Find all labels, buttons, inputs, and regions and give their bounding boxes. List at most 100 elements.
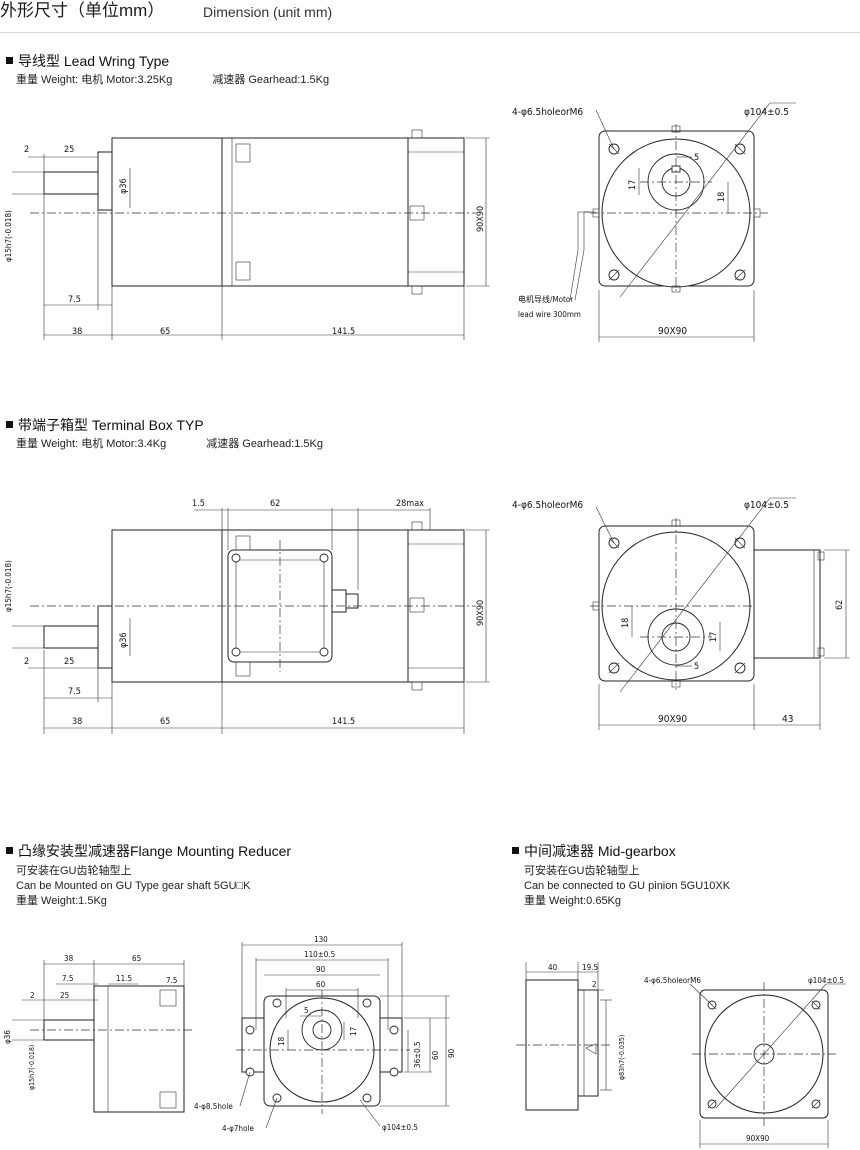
terminal-box-side xyxy=(753,549,821,659)
dim-label: 65 xyxy=(132,954,141,963)
dim-label: 7.5 xyxy=(166,976,177,985)
dim-label: 2 xyxy=(24,145,29,155)
dim-label: 130 xyxy=(314,935,328,944)
dim-label: 电机导线/Motor xyxy=(518,294,573,304)
dim-label: 2 xyxy=(30,991,35,1000)
dim-label: φ104±0.5 xyxy=(382,1123,418,1132)
cable-gland xyxy=(331,589,347,613)
terminal-end-view: 4-φ6.5holeorM6 φ104±0.5 18 17 5 62 90X90… xyxy=(512,497,850,730)
dim-label: 5 xyxy=(694,662,699,672)
dim-label: 17 xyxy=(628,180,638,190)
dim-label: 90X90 xyxy=(476,206,486,232)
dim-label: 17 xyxy=(709,632,719,642)
dim-label: 60 xyxy=(431,1050,440,1060)
dim-label: 90X90 xyxy=(746,1134,770,1143)
dim-label: 5 xyxy=(304,1006,309,1015)
dim-label: 25 xyxy=(64,657,74,667)
shaft-boss xyxy=(97,605,113,669)
dim-label: 2 xyxy=(592,980,597,989)
dim-label: 110±0.5 xyxy=(304,950,335,959)
dim-label: φ104±0.5 xyxy=(808,976,844,985)
mid-side-view: 40 19.5 2 φ83h7(-0.035) xyxy=(516,962,626,1111)
flange-side-view: 38 65 7.5 11.5 7.5 2 25 φ36 φ15h7(-0.018… xyxy=(3,954,192,1113)
weight-line: 重量 Weight: 电机 Motor:3.25Kg 减速器 Gearhead:1… xyxy=(6,73,329,88)
dim-label: φ15h7(-0.018) xyxy=(4,560,13,612)
lead-side-view: 2 25 φ36 φ15h7(-0.018) 7.5 38 65 141.5 9… xyxy=(4,129,490,340)
dim-label: 62 xyxy=(270,499,280,509)
section-mid: 中间减速器 Mid-gearbox 可安装在GU齿轮轴型上 Can be con… xyxy=(512,842,730,909)
section-title: 中间减速器 Mid-gearbox xyxy=(512,842,730,860)
dim-label: φ15h7(-0.018) xyxy=(4,210,13,262)
section-title-text: 凸缘安装型减速器Flange Mounting Reducer xyxy=(18,843,292,859)
dim-label: 38 xyxy=(72,327,82,337)
motor-weight: 电机 Motor:3.25Kg xyxy=(81,74,173,86)
dim-label: 2 xyxy=(24,657,29,667)
dim-label: 90X90 xyxy=(476,600,486,626)
section-lead: 导线型 Lead Wring Type 重量 Weight: 电机 Motor:… xyxy=(6,52,329,88)
section-terminal: 带端子箱型 Terminal Box TYP 重量 Weight: 电机 Mot… xyxy=(6,416,323,452)
section-title-text: 中间减速器 Mid-gearbox xyxy=(524,843,676,859)
dim-label: 7.5 xyxy=(68,295,81,305)
shaft-boss xyxy=(97,151,113,211)
section-flange: 凸缘安装型减速器Flange Mounting Reducer 可安装在GU齿轮… xyxy=(6,842,291,909)
dim-label: 90 xyxy=(447,1048,456,1058)
weight-label: 重量 Weight: xyxy=(16,74,79,86)
dim-label: 38 xyxy=(72,717,82,727)
dim-label: lead wire 300mm xyxy=(518,310,581,319)
dim-label: 28max xyxy=(396,499,424,509)
bullet-square-icon xyxy=(6,847,13,854)
dim-label: 25 xyxy=(64,145,74,155)
dim-label: 60 xyxy=(316,980,326,989)
dim-label: 65 xyxy=(160,717,170,727)
weight-label: 重量 Weight: xyxy=(16,438,79,450)
header-title-cn: 外形尺寸（单位mm） xyxy=(0,1,165,20)
motor-body xyxy=(221,137,409,287)
dim-label: 7.5 xyxy=(62,974,73,983)
section-title: 凸缘安装型减速器Flange Mounting Reducer xyxy=(6,842,291,860)
dim-label: 141.5 xyxy=(332,717,355,727)
dim-label: φ83h7(-0.035) xyxy=(618,1035,626,1080)
header-title-en: Dimension (unit mm) xyxy=(203,4,333,20)
gearhead-body xyxy=(93,985,185,1113)
gearbox-pilot xyxy=(577,989,599,1097)
dim-label: 38 xyxy=(64,954,74,963)
bullet-square-icon xyxy=(512,847,519,854)
flange-front-view: 130 110±0.5 90 60 5 17 18 36±0.5 60 90 4… xyxy=(194,935,456,1133)
mid-end-view: 4-φ6.5holeorM6 φ104±0.5 90X90 xyxy=(644,976,846,1148)
dim-label: 4-φ6.5holeorM6 xyxy=(644,976,701,985)
dim-label: 19.5 xyxy=(582,963,598,972)
dim-label: 18 xyxy=(717,192,727,202)
dim-label: φ104±0.5 xyxy=(744,107,789,118)
dim-label: 11.5 xyxy=(116,974,132,983)
dim-label: 17 xyxy=(349,1027,358,1036)
page-header: 外形尺寸（单位mm） Dimension (unit mm) xyxy=(0,0,860,33)
dim-label: 7.5 xyxy=(68,687,81,697)
dim-label: 4-φ6.5holeorM6 xyxy=(512,107,583,118)
dim-label: 5 xyxy=(694,153,699,163)
info-line: Can be connected to GU pinion 5GU10XK xyxy=(524,880,731,892)
info-line: 重量 Weight:1.5Kg xyxy=(16,895,107,907)
motor-end-cap xyxy=(407,137,465,287)
dim-label: 65 xyxy=(160,327,170,337)
output-shaft xyxy=(43,625,99,649)
dim-label: 40 xyxy=(548,963,558,972)
lead-end-view: 4-φ6.5holeorM6 φ104±0.5 5 17 18 电机导线/Mot… xyxy=(512,102,796,342)
dim-label: 90 xyxy=(316,965,326,974)
dim-label: φ104±0.5 xyxy=(744,500,789,511)
dim-label: φ36 xyxy=(119,178,129,194)
bullet-square-icon xyxy=(6,421,13,428)
dim-label: 4-φ8.5hole xyxy=(194,1102,233,1111)
dim-label: 90X90 xyxy=(658,714,687,725)
bullet-square-icon xyxy=(6,57,13,64)
dim-label: 4-φ6.5holeorM6 xyxy=(512,500,583,511)
section-title-text: 带端子箱型 Terminal Box TYP xyxy=(18,417,204,433)
gearhead-weight: 减速器 Gearhead:1.5Kg xyxy=(212,74,330,86)
dim-label: φ36 xyxy=(119,632,129,648)
dim-label: 62 xyxy=(835,600,845,610)
terminal-side-view: 1.5 62 28max φ15h7(-0.018) φ36 2 25 7.5 … xyxy=(4,499,490,734)
section-title: 导线型 Lead Wring Type xyxy=(6,52,329,70)
dim-label: 18 xyxy=(621,618,631,628)
info-line: 重量 Weight:0.65Kg xyxy=(524,895,622,907)
